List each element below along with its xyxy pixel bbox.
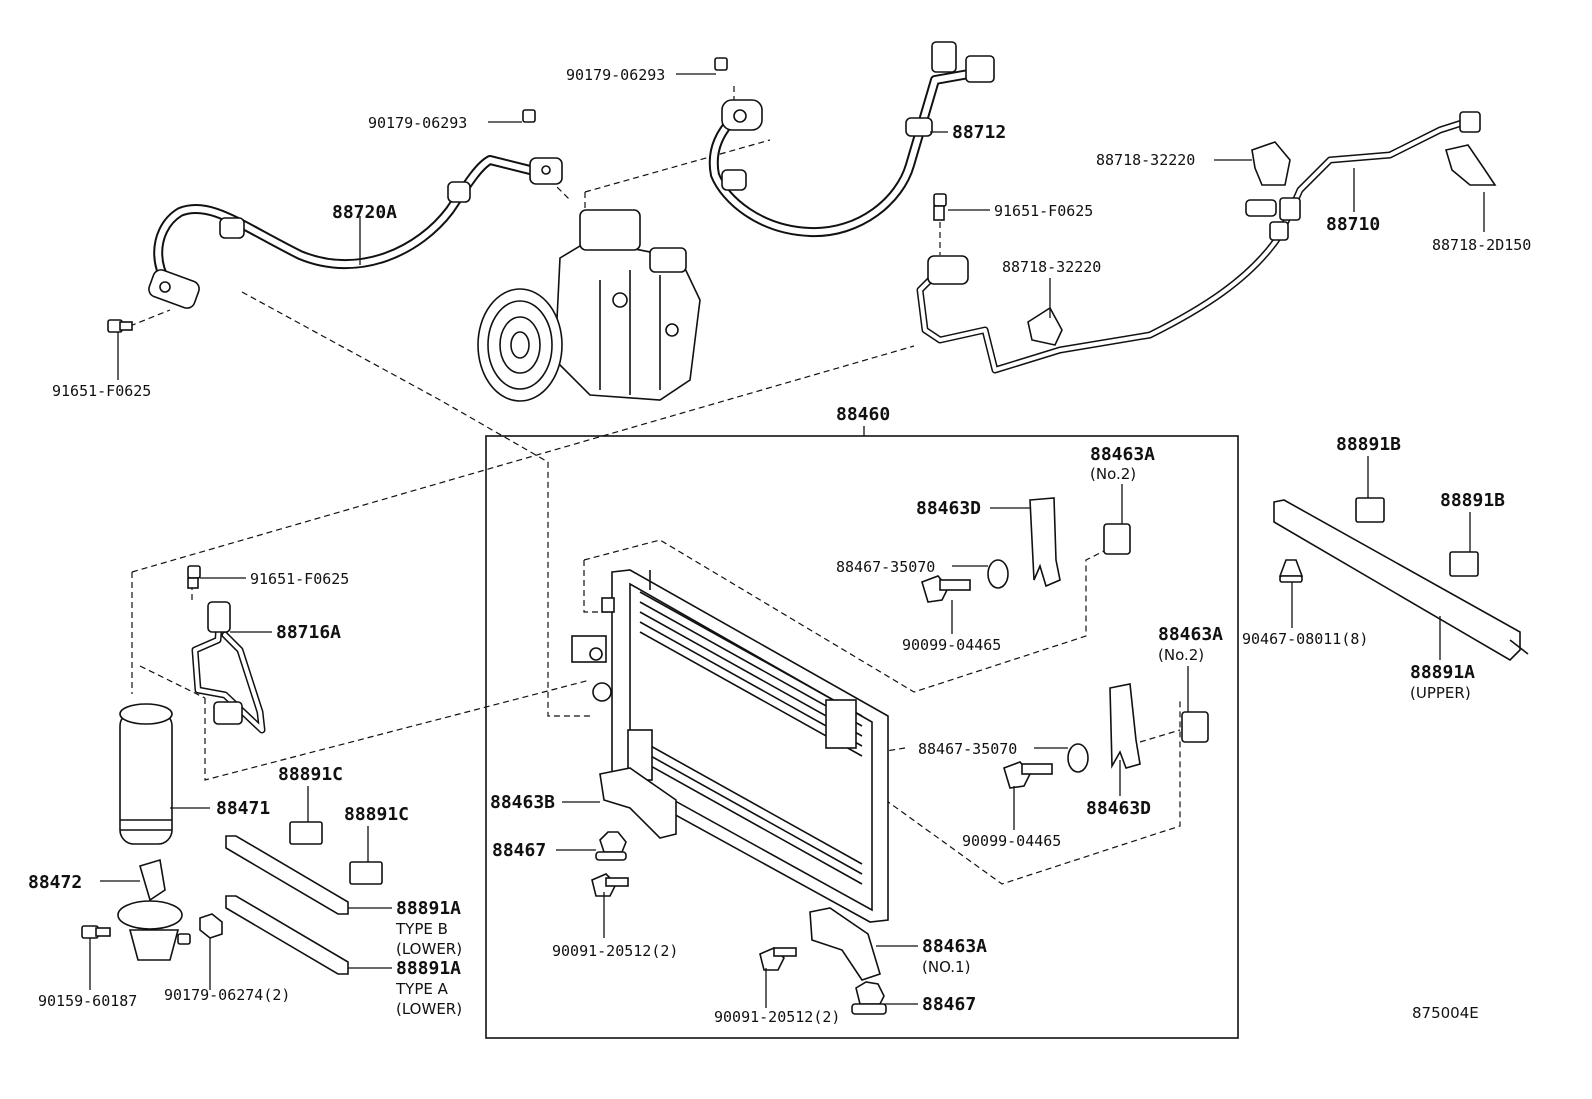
label-bolt-top: 90099-04465 bbox=[902, 636, 1001, 654]
label-nut-dryer: 90179-06274(2) bbox=[164, 986, 290, 1004]
label-bracket-463a-mid-sub: (No.2) bbox=[1158, 646, 1204, 664]
label-cushion-mid: 88467-35070 bbox=[918, 740, 1017, 758]
label-pipe-88716a: 88716A bbox=[276, 622, 341, 643]
label-seal-type-b-sub2: (LOWER) bbox=[396, 940, 462, 958]
label-bracket-463a-top: 88463A bbox=[1090, 444, 1155, 465]
label-bracket-463a-mid: 88463A bbox=[1158, 624, 1223, 645]
dryer-bracket bbox=[81, 858, 223, 961]
label-hose-88712: 88712 bbox=[952, 122, 1006, 143]
label-seal-type-a-sub1: TYPE A bbox=[395, 980, 449, 998]
label-seal-c1: 88891C bbox=[278, 764, 343, 785]
condenser bbox=[571, 569, 889, 923]
part-labels: 88460 90179-06293 90179-06293 88720A 916… bbox=[28, 66, 1531, 1026]
label-valve-right-top: 91651-F0625 bbox=[994, 202, 1093, 220]
label-grommet-right: 88467 bbox=[922, 994, 976, 1015]
lower-seals bbox=[225, 821, 383, 975]
discharge-hose-88720a bbox=[148, 155, 563, 309]
lower-bracket-parts bbox=[591, 767, 887, 1015]
upper-seal-parts bbox=[1273, 497, 1529, 662]
label-bolt-lower-left: 90091-20512(2) bbox=[552, 942, 678, 960]
label-seal-type-b-sub1: TYPE B bbox=[395, 920, 448, 938]
compressor bbox=[477, 209, 701, 402]
label-bolt-hose-mid: 90179-06293 bbox=[566, 66, 665, 84]
receiver-dryer bbox=[119, 703, 173, 845]
label-seal-type-a: 88891A bbox=[396, 958, 461, 979]
label-bracket-463a-top-sub: (No.2) bbox=[1090, 465, 1136, 483]
label-88460: 88460 bbox=[836, 404, 890, 425]
label-seal-b1: 88891B bbox=[1336, 434, 1401, 455]
label-bracket-463a-low-sub: (NO.1) bbox=[922, 958, 970, 976]
label-bracket-463d-mid: 88463D bbox=[1086, 798, 1151, 819]
label-bolt-hose-left: 90179-06293 bbox=[368, 114, 467, 132]
label-clamp-b: 88718-32220 bbox=[1002, 258, 1101, 276]
label-seal-c2: 88891C bbox=[344, 804, 409, 825]
label-valve-dryer: 91651-F0625 bbox=[250, 570, 349, 588]
upper-bracket-parts bbox=[921, 497, 1209, 789]
label-seal-upper: 88891A bbox=[1410, 662, 1475, 683]
label-clip-upper: 90467-08011(8) bbox=[1242, 630, 1368, 648]
label-dryer: 88471 bbox=[216, 798, 270, 819]
label-seal-upper-sub: (UPPER) bbox=[1410, 684, 1471, 702]
label-grommet-left: 88467 bbox=[492, 840, 546, 861]
label-bracket-463d-top: 88463D bbox=[916, 498, 981, 519]
diagram-code: 875004E bbox=[1412, 1004, 1479, 1022]
label-bolt-lower-right: 90091-20512(2) bbox=[714, 1008, 840, 1026]
label-seal-type-a-sub2: (LOWER) bbox=[396, 1000, 462, 1018]
label-valve-left: 91651-F0625 bbox=[52, 382, 151, 400]
condenser-assembly-frame bbox=[485, 435, 1239, 1039]
label-hose-88720a: 88720A bbox=[332, 202, 397, 223]
label-pipe-88710: 88710 bbox=[1326, 214, 1380, 235]
fasteners bbox=[107, 57, 947, 589]
clamp-parts bbox=[1027, 141, 1497, 346]
label-clamp-a: 88718-32220 bbox=[1096, 151, 1195, 169]
leader-lines bbox=[89, 73, 1485, 1008]
label-dryer-bracket: 88472 bbox=[28, 872, 82, 893]
label-seal-type-b: 88891A bbox=[396, 898, 461, 919]
suction-hose-88712 bbox=[708, 41, 995, 238]
label-bracket-463a-low: 88463A bbox=[922, 936, 987, 957]
label-bolt-mid: 90099-04465 bbox=[962, 832, 1061, 850]
pipe-88716a bbox=[191, 601, 266, 734]
label-bracket-463b: 88463B bbox=[490, 792, 555, 813]
label-seal-b2: 88891B bbox=[1440, 490, 1505, 511]
label-cushion-top: 88467-35070 bbox=[836, 558, 935, 576]
pipe-88710 bbox=[916, 111, 1481, 374]
label-bolt-dryer-a: 90159-60187 bbox=[38, 992, 137, 1010]
label-clamp-c: 88718-2D150 bbox=[1432, 236, 1531, 254]
